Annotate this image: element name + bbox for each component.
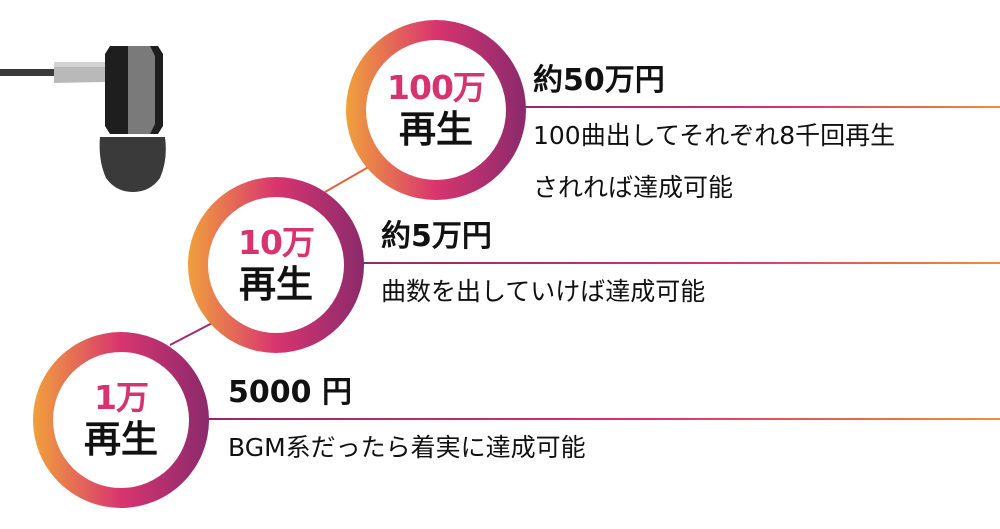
earphone-icon — [0, 46, 166, 192]
connector-line-2-3 — [324, 164, 373, 193]
tier-1-play-label: 再生 — [399, 108, 473, 151]
tier-3-description-line-1: BGM系だったら着実に達成可能 — [228, 433, 586, 462]
tier-3-ring: 1万 再生 — [33, 332, 209, 508]
tier-1-description-line-1: 100曲出してそれぞれ8千回再生 — [533, 121, 896, 150]
tier-1-count: 100万 — [387, 68, 486, 107]
tier-3-amount: 5000 円 — [228, 375, 352, 410]
tier-3-count: 1万 — [94, 378, 149, 417]
tier-2-description-line-1: 曲数を出していけば達成可能 — [381, 277, 706, 306]
tier-2-count: 10万 — [238, 223, 315, 262]
tier-2-amount: 約5万円 — [381, 219, 492, 254]
tier-2-ring: 10万 再生 — [188, 177, 364, 353]
tier-3-divider — [205, 418, 1000, 420]
tier-1-ring: 100万 再生 — [346, 20, 526, 200]
tier-1-amount: 約50万円 — [533, 63, 665, 98]
tier-1-description-line-2: されれば達成可能 — [533, 173, 734, 202]
tier-3-play-label: 再生 — [84, 418, 158, 461]
tier-1-divider — [525, 106, 1000, 108]
tier-2-divider — [362, 262, 1000, 264]
tier-2-play-label: 再生 — [239, 263, 313, 306]
